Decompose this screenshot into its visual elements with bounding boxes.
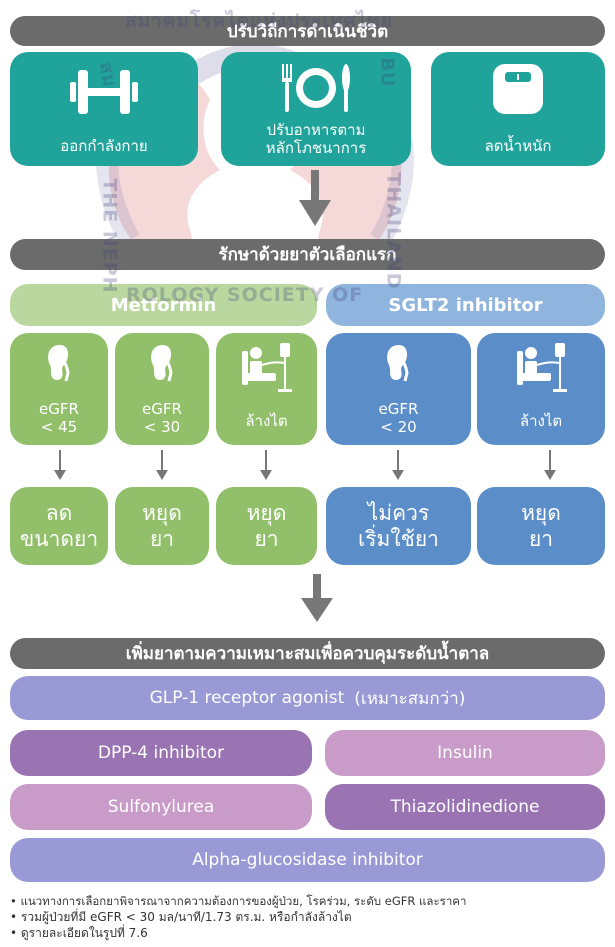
watermark-left-text: THE NEPH bbox=[98, 178, 121, 294]
sglt2-condition-dialysis: ล้างไต bbox=[477, 333, 605, 445]
metformin-result-stop-2: หยุด ยา bbox=[216, 487, 317, 565]
result-line2: เริ่มใช้ยา bbox=[358, 527, 439, 551]
section-header-firstline: รักษาด้วยยาตัวเลือกแรก bbox=[10, 239, 605, 270]
metformin-title: Metformin bbox=[110, 294, 217, 316]
down-arrow-1 bbox=[299, 170, 331, 226]
drug-alpha-glucosidase-name: Alpha-glucosidase inhibitor bbox=[192, 850, 423, 870]
metformin-condition-egfr30-line1: eGFR bbox=[142, 399, 182, 418]
dialysis-icon bbox=[242, 343, 292, 392]
sglt2-header: SGLT2 inhibitor bbox=[326, 284, 605, 326]
dialysis-icon bbox=[517, 343, 567, 392]
metformin-condition-egfr45-line2: < 45 bbox=[40, 418, 78, 437]
kidney-icon bbox=[387, 345, 409, 382]
sglt2-condition-egfr20-line1: eGFR bbox=[378, 399, 419, 418]
metformin-condition-egfr30: eGFR < 30 bbox=[115, 333, 209, 445]
drug-dpp4: DPP-4 inhibitor bbox=[10, 730, 312, 776]
result-line1: ลด bbox=[45, 500, 73, 525]
result-line2: ขนาดยา bbox=[19, 527, 99, 551]
drug-dpp4-name: DPP-4 inhibitor bbox=[97, 743, 225, 763]
drug-insulin-name: Insulin bbox=[437, 743, 493, 763]
small-arrow bbox=[392, 450, 404, 480]
dumbbell-icon bbox=[70, 70, 138, 114]
down-arrow-2 bbox=[301, 574, 333, 622]
sglt2-result-stop: หยุด ยา bbox=[477, 487, 605, 565]
metformin-condition-egfr30-line2: < 30 bbox=[143, 418, 181, 437]
section-header-firstline-text: รักษาด้วยยาตัวเลือกแรก bbox=[218, 245, 397, 265]
card-diet-label-line2: หลักโภชนาการ bbox=[265, 139, 367, 158]
metformin-condition-dialysis: ล้างไต bbox=[216, 333, 317, 445]
section-header-lifestyle-text: ปรับวิถีการดำเนินชีวิต bbox=[226, 21, 389, 42]
card-weight: ลดน้ำหนัก bbox=[431, 52, 605, 166]
small-arrow bbox=[54, 450, 66, 480]
card-exercise-label: ออกกำลังกาย bbox=[60, 137, 148, 156]
footnotes: • แนวทางการเลือกยาพิจารณาจากความต้องการข… bbox=[10, 893, 610, 941]
result-line1: หยุด bbox=[142, 500, 182, 525]
weight-scale-icon bbox=[493, 64, 543, 114]
watermark-right-text: THAILAND bbox=[382, 172, 405, 290]
small-arrow bbox=[260, 450, 272, 480]
section-header-add-on-text: เพิ่มยาตามความเหมาะสมเพื่อควบคุมระดับน้ำ… bbox=[125, 644, 490, 664]
result-line2: ยา bbox=[254, 527, 279, 551]
metformin-header: Metformin bbox=[10, 284, 317, 326]
card-exercise: ออกกำลังกาย bbox=[10, 52, 198, 166]
metformin-result-stop-1: หยุด ยา bbox=[115, 487, 209, 565]
sglt2-condition-egfr20: eGFR < 20 bbox=[326, 333, 471, 445]
result-line2: ยา bbox=[149, 527, 175, 551]
watermark-right-top-text: BU bbox=[376, 57, 398, 88]
footnote-line: • แนวทางการเลือกยาพิจารณาจากความต้องการข… bbox=[10, 894, 467, 908]
sglt2-condition-egfr20-line2: < 20 bbox=[380, 418, 417, 437]
drug-sulfonylurea-name: Sulfonylurea bbox=[107, 797, 215, 817]
card-diet: ปรับอาหารตาม หลักโภชนาการ bbox=[221, 52, 411, 166]
metformin-condition-egfr45: eGFR < 45 bbox=[10, 333, 108, 445]
result-line2: ยา bbox=[528, 527, 554, 551]
drug-thiazolidinedione: Thiazolidinedione bbox=[325, 784, 605, 830]
footnote-line: • รวมผู้ป่วยที่มี eGFR < 30 มล/นาที/1.73… bbox=[10, 910, 352, 924]
drug-glp1-note: (เหมาะสมกว่า) bbox=[354, 688, 466, 709]
result-line1: หยุด bbox=[246, 500, 287, 525]
drug-sulfonylurea: Sulfonylurea bbox=[10, 784, 312, 830]
result-line1: หยุด bbox=[521, 500, 561, 525]
watermark-top-text: สมาคมโรคไตแห่งประเทศไทย bbox=[125, 10, 393, 32]
small-arrow bbox=[156, 450, 168, 480]
card-diet-label-line1: ปรับอาหารตาม bbox=[266, 120, 366, 139]
footnote-line: • ดูรายละเอียดในรูปที่ 7.6 bbox=[10, 926, 148, 940]
sglt2-result-do-not-start: ไม่ควร เริ่มใช้ยา bbox=[326, 487, 471, 565]
kidney-icon bbox=[151, 345, 173, 382]
metformin-condition-dialysis-label: ล้างไต bbox=[245, 412, 288, 431]
drug-glp1-name: GLP-1 receptor agonist bbox=[149, 688, 345, 708]
drug-insulin: Insulin bbox=[325, 730, 605, 776]
small-arrow bbox=[544, 450, 556, 480]
section-header-add-on: เพิ่มยาตามความเหมาะสมเพื่อควบคุมระดับน้ำ… bbox=[10, 638, 605, 669]
sglt2-condition-dialysis-label: ล้างไต bbox=[519, 412, 563, 431]
section-header-lifestyle: ปรับวิถีการดำเนินชีวิต bbox=[10, 16, 605, 46]
metformin-result-reduce-dose: ลด ขนาดยา bbox=[10, 487, 108, 565]
drug-thiazolidinedione-name: Thiazolidinedione bbox=[390, 797, 540, 817]
result-line1: ไม่ควร bbox=[367, 500, 430, 525]
card-weight-label: ลดน้ำหนัก bbox=[484, 137, 552, 156]
drug-alpha-glucosidase: Alpha-glucosidase inhibitor bbox=[10, 838, 605, 882]
plate-fork-knife-icon bbox=[282, 64, 350, 112]
drug-glp1: GLP-1 receptor agonist (เหมาะสมกว่า) bbox=[10, 676, 605, 720]
metformin-condition-egfr45-line1: eGFR bbox=[39, 399, 79, 418]
kidney-icon bbox=[48, 345, 70, 382]
watermark-center-text: ROLOGY SOCIETY OF bbox=[126, 284, 364, 306]
watermark-left-top-text: สม bbox=[94, 60, 120, 89]
sglt2-title: SGLT2 inhibitor bbox=[388, 294, 543, 316]
